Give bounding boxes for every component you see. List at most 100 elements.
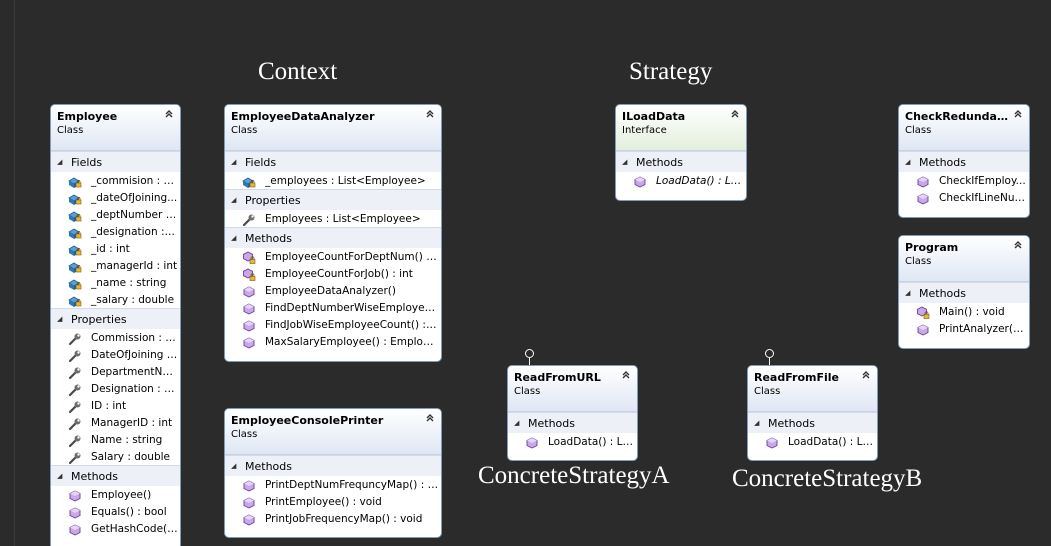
expand-triangle-icon[interactable]: ◢ xyxy=(514,419,520,427)
collapse-chevron-icon[interactable] xyxy=(424,109,436,121)
member-row[interactable]: LoadData() : Lis... xyxy=(508,433,637,450)
section-header-properties[interactable]: ◢Properties xyxy=(51,308,180,329)
section-header-methods[interactable]: ◢Methods xyxy=(748,412,877,433)
member-row[interactable]: _designation : s... xyxy=(51,223,180,240)
member-row[interactable]: GetHashCode()... xyxy=(51,520,180,537)
member-row[interactable]: PrintDeptNumFrequncyMap() : v... xyxy=(225,476,441,493)
section-header-methods[interactable]: ◢Methods xyxy=(225,455,441,476)
member-row[interactable]: Main() : void xyxy=(899,303,1029,320)
expand-triangle-icon[interactable]: ◢ xyxy=(231,196,237,204)
expand-triangle-icon[interactable]: ◢ xyxy=(231,462,237,470)
section-header-methods[interactable]: ◢Methods xyxy=(51,465,180,486)
member-row[interactable]: PrintEmployee() : void xyxy=(225,493,441,510)
member-row[interactable]: DepartmentNu... xyxy=(51,363,180,380)
member-row[interactable]: PrintAnalyzer() :... xyxy=(899,320,1029,337)
member-row[interactable]: Salary : double xyxy=(51,448,180,465)
member-row[interactable]: DateOfJoining :... xyxy=(51,346,180,363)
member-row[interactable]: _id : int xyxy=(51,240,180,257)
member-row[interactable]: CheckIfEmploy... xyxy=(899,172,1029,189)
member-row[interactable]: Employee() xyxy=(51,486,180,503)
section-header-methods[interactable]: ◢Methods xyxy=(899,151,1029,172)
section-header-methods[interactable]: ◢Methods xyxy=(508,412,637,433)
member-row[interactable]: FindJobWiseEmployeeCount() : D... xyxy=(225,316,441,333)
collapse-chevron-icon[interactable] xyxy=(620,370,632,382)
method-cube-icon xyxy=(242,301,256,315)
member-row[interactable]: Equals() : bool xyxy=(51,503,180,520)
member-text: _employees : List<Employee> xyxy=(265,175,426,187)
section-header-methods[interactable]: ◢Methods xyxy=(225,227,441,248)
expand-triangle-icon[interactable]: ◢ xyxy=(57,472,63,480)
class-header[interactable]: CheckRedundan...Class xyxy=(899,105,1029,151)
class-name: Program xyxy=(905,241,959,254)
member-row[interactable]: Employees : List<Employee> xyxy=(225,210,441,227)
expand-triangle-icon[interactable]: ◢ xyxy=(57,158,63,166)
member-row[interactable]: EmployeeCountForJob() : int xyxy=(225,265,441,282)
expand-triangle-icon[interactable]: ◢ xyxy=(905,289,911,297)
member-row[interactable]: LoadData() : List<... xyxy=(616,172,746,189)
expand-triangle-icon[interactable]: ◢ xyxy=(231,234,237,242)
section-header-fields[interactable]: ◢Fields xyxy=(225,151,441,172)
member-row[interactable]: _dateOfJoining... xyxy=(51,189,180,206)
member-text: DateOfJoining :... xyxy=(91,349,178,361)
member-row[interactable]: Commission : d... xyxy=(51,329,180,346)
member-row[interactable]: ID : int xyxy=(51,397,180,414)
wrench-property-icon xyxy=(68,399,82,414)
section-header-properties[interactable]: ◢Properties xyxy=(225,189,441,210)
member-row[interactable]: EmployeeCountForDeptNum() : int xyxy=(225,248,441,265)
expand-triangle-icon[interactable]: ◢ xyxy=(622,158,628,166)
member-text: _deptNumber :... xyxy=(91,209,178,221)
member-row[interactable]: _commision : d... xyxy=(51,172,180,189)
member-row[interactable]: _managerId : int xyxy=(51,257,180,274)
section-header-methods[interactable]: ◢Methods xyxy=(616,151,746,172)
collapse-chevron-icon[interactable] xyxy=(1012,240,1024,252)
member-row[interactable]: ManagerID : int xyxy=(51,414,180,431)
member-row[interactable]: FindDeptNumberWiseEmployee... xyxy=(225,299,441,316)
collapse-chevron-icon[interactable] xyxy=(729,109,741,121)
member-row[interactable]: _name : string xyxy=(51,274,180,291)
concrete-strategy-a-label: ConcreteStrategyA xyxy=(478,462,670,489)
collapse-chevron-icon[interactable] xyxy=(860,370,872,382)
expand-triangle-icon[interactable]: ◢ xyxy=(905,158,911,166)
expand-triangle-icon[interactable]: ◢ xyxy=(754,419,760,427)
member-text: Salary : double xyxy=(91,451,170,463)
member-row[interactable]: EmployeeDataAnalyzer() xyxy=(225,282,441,299)
collapse-chevron-icon[interactable] xyxy=(1012,109,1024,121)
expand-triangle-icon[interactable]: ◢ xyxy=(231,158,237,166)
member-text: ID : int xyxy=(91,400,127,412)
member-row[interactable]: _deptNumber :... xyxy=(51,206,180,223)
member-row[interactable]: MaxSalaryEmployee() : Employee xyxy=(225,333,441,350)
private-field-icon xyxy=(68,276,82,290)
member-text: GetHashCode()... xyxy=(91,523,178,535)
member-row[interactable]: PrintJobFrequencyMap() : void xyxy=(225,510,441,527)
member-text: Name : string xyxy=(91,434,163,446)
member-row[interactable]: _employees : List<Employee> xyxy=(225,172,441,189)
collapse-chevron-icon[interactable] xyxy=(424,413,436,425)
member-row[interactable]: Designation : st... xyxy=(51,380,180,397)
section-header-methods[interactable]: ◢Methods xyxy=(899,282,1029,303)
expand-triangle-icon[interactable]: ◢ xyxy=(57,315,63,323)
member-row[interactable]: _salary : double xyxy=(51,291,180,308)
section-header-fields[interactable]: ◢Fields xyxy=(51,151,180,172)
member-row[interactable]: CheckIfLineNull... xyxy=(899,189,1029,206)
class-name: EmployeeDataAnalyzer xyxy=(231,110,375,123)
private-field-icon xyxy=(68,174,82,188)
member-row[interactable]: Name : string xyxy=(51,431,180,448)
member-row[interactable]: LoadData() : Lis... xyxy=(748,433,877,450)
collapse-chevron-icon[interactable] xyxy=(163,109,175,121)
